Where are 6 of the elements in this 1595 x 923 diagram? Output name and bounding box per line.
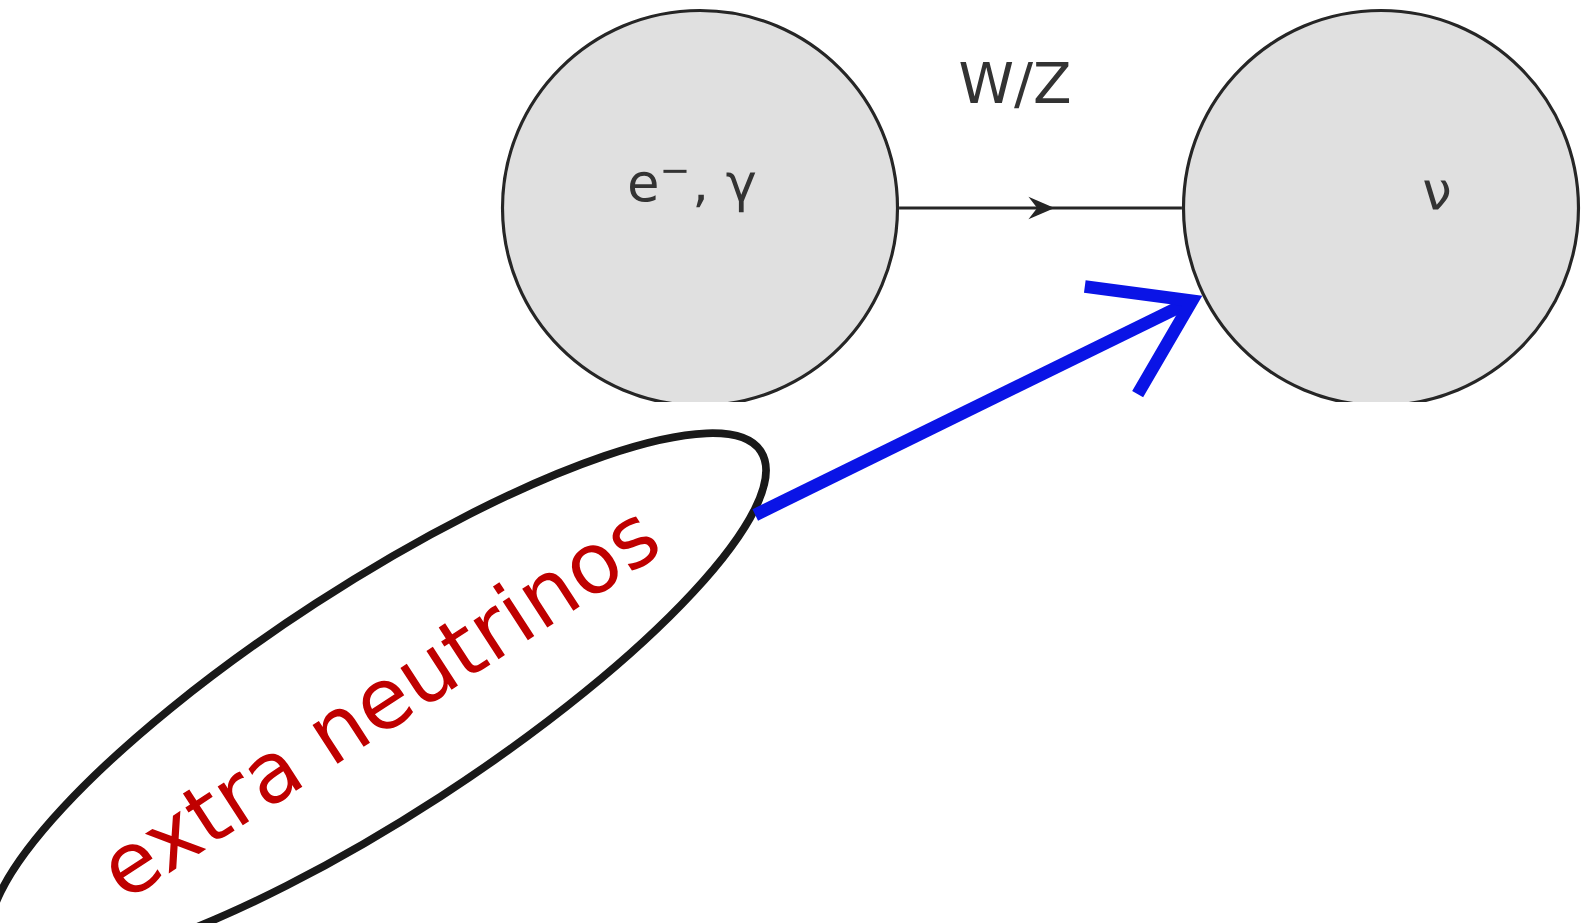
circle bbox=[500, 8, 900, 402]
edge-label: W/Z bbox=[960, 61, 1069, 109]
circle-label: e$^{−}$, γ bbox=[630, 169, 756, 213]
circle-label: ν bbox=[1424, 180, 1450, 210]
arrow bbox=[752, 280, 1203, 521]
circle bbox=[1181, 8, 1581, 402]
